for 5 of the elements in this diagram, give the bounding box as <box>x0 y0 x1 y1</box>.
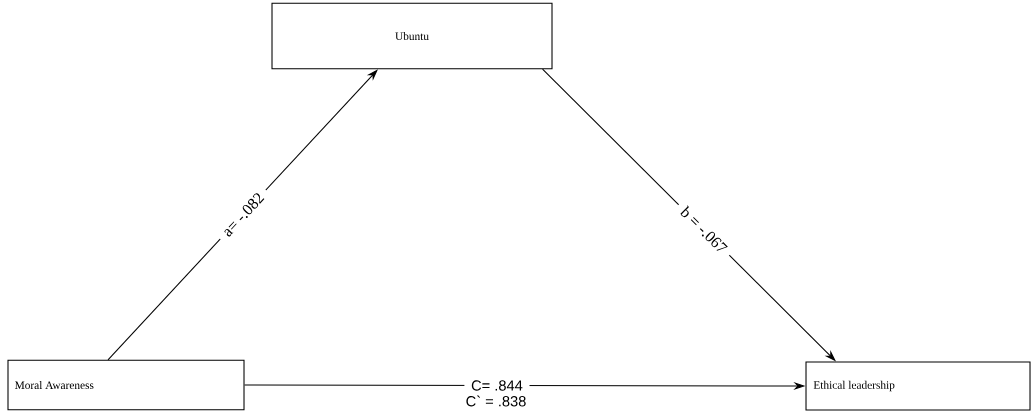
variable-box: Ethical leadership <box>805 361 1031 411</box>
edge-label: b = -.067 <box>669 195 739 264</box>
edge-label: a= -.082 <box>211 181 275 248</box>
variable-box: Moral Awareness <box>7 359 245 411</box>
variable-box: Ubuntu <box>271 2 553 70</box>
